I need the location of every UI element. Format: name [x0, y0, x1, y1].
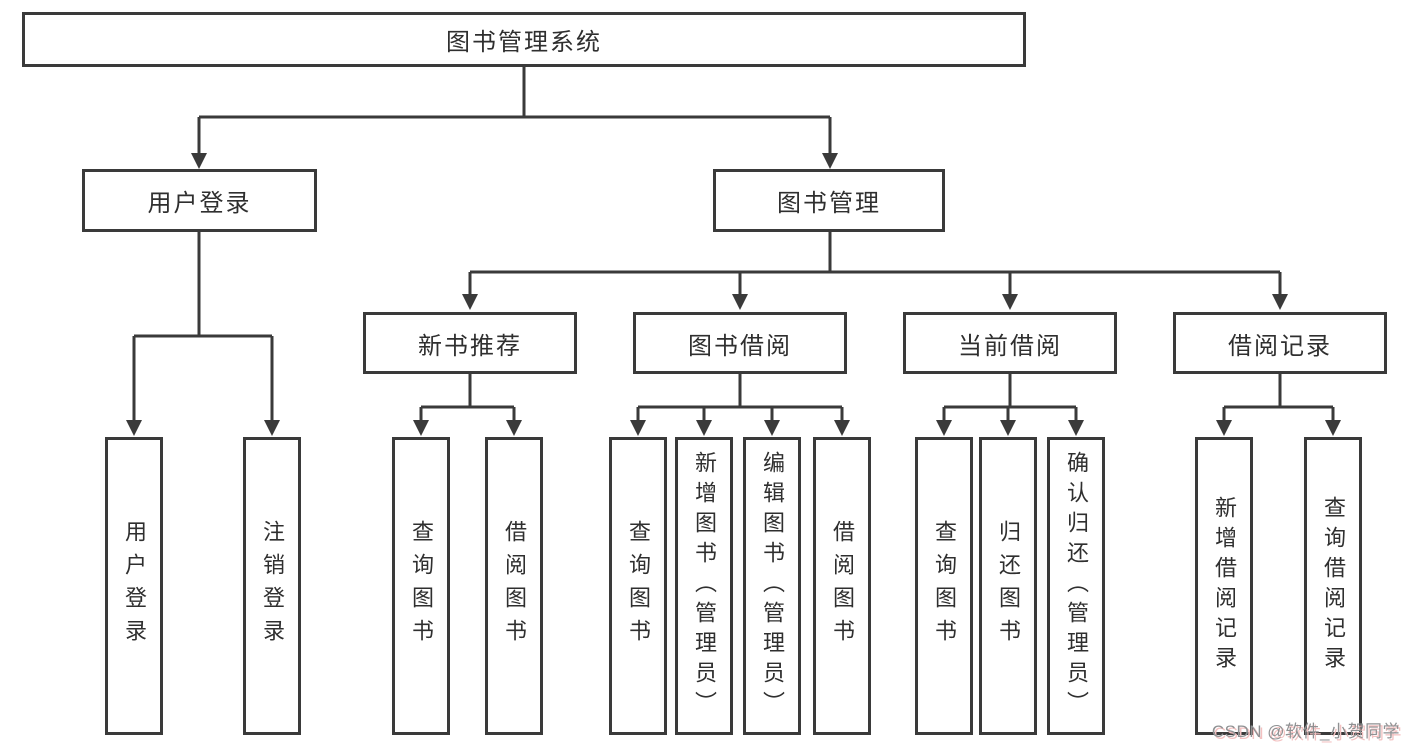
node-root: 图书管理系统 — [22, 12, 1026, 67]
leaf-add-books-admin-label: 新增图书（管理员） — [692, 451, 717, 721]
leaf-confirm-return-admin: 确认归还（管理员） — [1047, 437, 1105, 735]
node-book-management: 图书管理 — [713, 169, 945, 232]
edge-newbooks-to-leaves — [419, 374, 516, 426]
arrowheads — [126, 153, 1341, 436]
node-root-label: 图书管理系统 — [446, 29, 602, 56]
leaf-logout: 注销登录 — [243, 437, 301, 735]
leaf-user-login-label: 用户登录 — [122, 520, 147, 652]
node-current-borrow: 当前借阅 — [903, 312, 1117, 374]
leaf-edit-books-admin-label: 编辑图书（管理员） — [760, 451, 785, 721]
leaf-add-books-admin: 新增图书（管理员） — [675, 437, 733, 735]
node-book-borrow: 图书借阅 — [633, 312, 847, 374]
leaf-borrow-books-newbooks-label: 借阅图书 — [502, 520, 527, 652]
node-current-borrow-label: 当前借阅 — [958, 332, 1062, 360]
leaf-query-borrow-record: 查询借阅记录 — [1304, 437, 1362, 735]
leaf-query-books-current-label: 查询图书 — [932, 520, 957, 652]
leaf-query-books-borrow: 查询图书 — [609, 437, 667, 735]
edge-bookborrow-to-leaves — [636, 374, 844, 426]
leaf-query-borrow-record-label: 查询借阅记录 — [1321, 496, 1346, 676]
leaf-add-borrow-record-label: 新增借阅记录 — [1212, 496, 1237, 676]
leaf-return-books: 归还图书 — [979, 437, 1037, 735]
leaf-borrow-books-borrow: 借阅图书 — [813, 437, 871, 735]
leaf-logout-label: 注销登录 — [260, 520, 285, 652]
leaf-user-login: 用户登录 — [105, 437, 163, 735]
leaf-return-books-label: 归还图书 — [996, 520, 1021, 652]
leaf-query-books-newbooks: 查询图书 — [392, 437, 450, 735]
node-user-login: 用户登录 — [82, 169, 317, 232]
leaf-add-borrow-record: 新增借阅记录 — [1195, 437, 1253, 735]
node-book-borrow-label: 图书借阅 — [688, 332, 792, 360]
csdn-watermark: CSDN @软件_小贺同学 — [1211, 722, 1400, 741]
leaf-confirm-return-admin-label: 确认归还（管理员） — [1064, 451, 1089, 721]
node-book-management-label: 图书管理 — [777, 190, 881, 217]
leaf-query-books-newbooks-label: 查询图书 — [409, 520, 434, 652]
leaf-borrow-books-newbooks: 借阅图书 — [485, 437, 543, 735]
node-new-book-recommend-label: 新书推荐 — [418, 332, 522, 360]
leaf-borrow-books-borrow-label: 借阅图书 — [830, 520, 855, 652]
edge-currentborrow-to-leaves — [942, 374, 1078, 426]
edge-root-to-level2 — [197, 67, 832, 159]
leaf-edit-books-admin: 编辑图书（管理员） — [743, 437, 801, 735]
leaf-query-books-current: 查询图书 — [915, 437, 973, 735]
edge-userlogin-to-leaves — [132, 232, 274, 426]
edge-borrowrecords-to-leaves — [1222, 374, 1335, 426]
leaf-query-books-borrow-label: 查询图书 — [626, 520, 651, 652]
node-borrow-records: 借阅记录 — [1173, 312, 1387, 374]
node-user-login-label: 用户登录 — [147, 190, 252, 217]
node-borrow-records-label: 借阅记录 — [1228, 332, 1332, 360]
node-new-book-recommend: 新书推荐 — [363, 312, 577, 374]
edge-bookmgmt-to-level3 — [468, 232, 1282, 300]
